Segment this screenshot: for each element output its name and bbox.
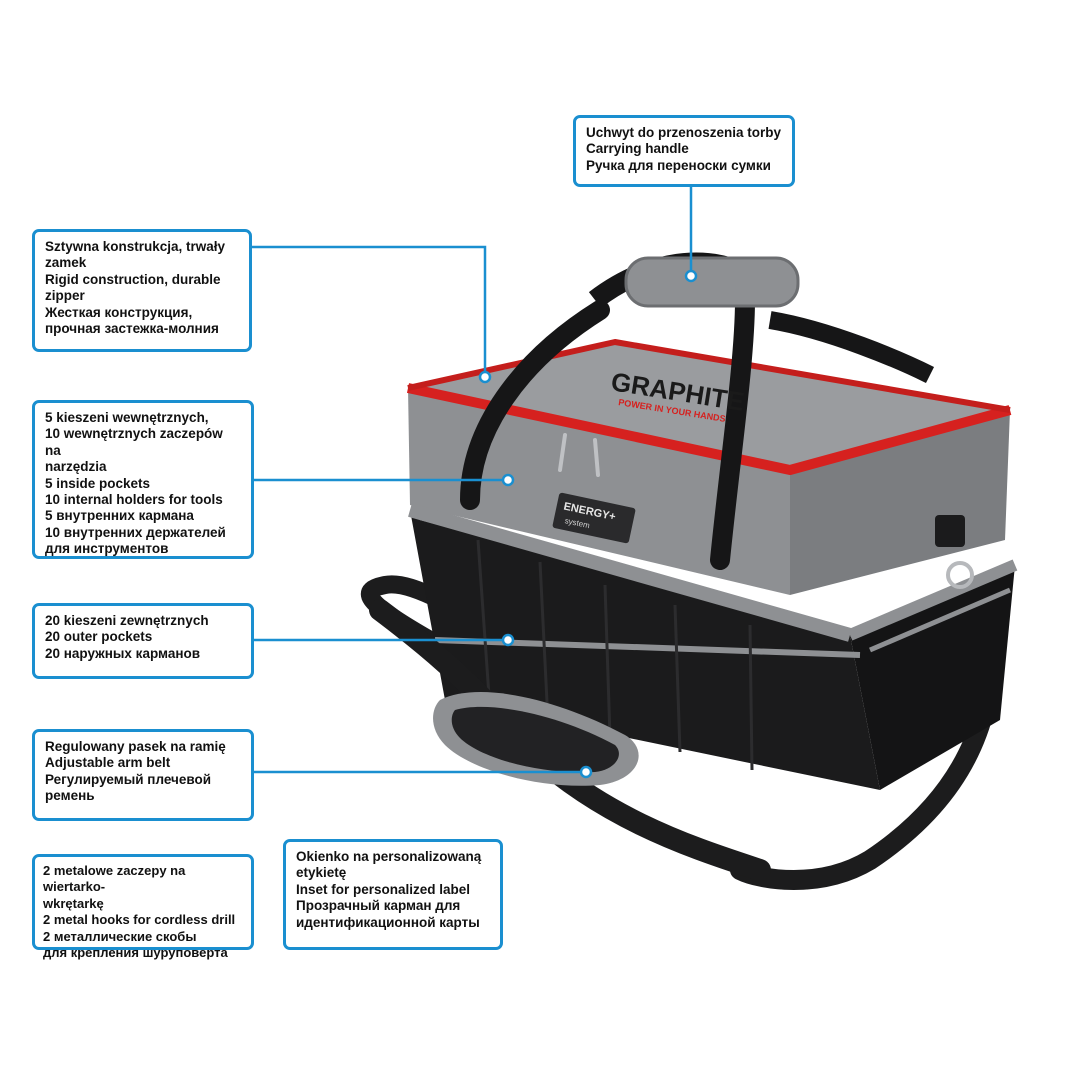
callout-line: для инструментов — [45, 541, 169, 557]
callout-line: Жесткая конструкция, — [45, 304, 193, 320]
callout-line: 20 kieszeni zewnętrznych — [45, 613, 209, 628]
callout-line: Carrying handle — [586, 141, 689, 157]
marker-dot — [684, 269, 698, 283]
callout-line: 10 internal holders for tools — [45, 492, 223, 508]
callout-line: Uchwyt do przenoszenia torby — [586, 125, 782, 140]
callout-line: 5 внутренних кармана — [45, 508, 194, 524]
callout-line: для крепления шуруповерта — [43, 945, 228, 961]
callout-line: narzędzia — [45, 459, 107, 475]
marker-dot — [501, 633, 515, 647]
callout-carrying-handle: Uchwyt do przenoszenia torby Carrying ha… — [573, 115, 795, 187]
callout-line: Okienko na personalizowaną — [296, 849, 482, 864]
callout-line: 20 outer pockets — [45, 629, 153, 645]
callout-line: zipper — [45, 288, 85, 304]
callout-line: прочная застежка-молния — [45, 321, 219, 337]
callout-line: 2 металлические скобы — [43, 928, 197, 944]
callout-line: etykietę — [296, 865, 347, 881]
callout-line: 20 наружных карманов — [45, 645, 201, 661]
callout-line: 5 inside pockets — [45, 475, 151, 491]
callout-line: Регулируемый плечевой — [45, 771, 212, 787]
callout-line: Прозрачный карман для — [296, 898, 461, 914]
callout-line: Regulowany pasek na ramię — [45, 739, 226, 754]
callout-line: 5 kieszeni wewnętrznych, — [45, 410, 209, 425]
callout-line: 2 metal hooks for cordless drill — [43, 912, 236, 928]
callout-line: 2 metalowe zaczepy na wiertarko- — [43, 863, 189, 895]
callout-outer-pockets: 20 kieszeni zewnętrznych 20 outer pocket… — [32, 603, 254, 679]
callout-metal-hooks: 2 metalowe zaczepy na wiertarko- wkrętar… — [32, 854, 254, 960]
callout-line: идентификационной карты — [296, 914, 480, 930]
callout-line: wkrętarkę — [43, 895, 104, 911]
marker-dot — [478, 370, 492, 384]
callout-line: 10 wewnętrznych zaczepów na — [45, 426, 227, 458]
callout-rigid-construction: Sztywna konstrukcja, trwały zamek Rigid … — [32, 229, 252, 352]
callout-shoulder-strap: Regulowany pasek na ramię Adjustable arm… — [32, 729, 254, 821]
marker-dot — [501, 473, 515, 487]
callout-line: zamek — [45, 255, 87, 271]
callout-line: Sztywna konstrukcja, trwały — [45, 239, 226, 254]
callout-line: ремень — [45, 788, 95, 804]
callout-line: Rigid construction, durable — [45, 271, 221, 287]
callout-line: 10 внутренних держателей — [45, 524, 226, 540]
callout-personal-label: Okienko na personalizowaną etykietę Inse… — [283, 839, 503, 950]
callout-line: Ручка для переноски сумки — [586, 157, 771, 173]
callout-inside-pockets: 5 kieszeni wewnętrznych, 10 wewnętrznych… — [32, 400, 254, 559]
callout-line: Adjustable arm belt — [45, 755, 171, 771]
marker-dot — [579, 765, 593, 779]
callout-line: Inset for personalized label — [296, 881, 471, 897]
